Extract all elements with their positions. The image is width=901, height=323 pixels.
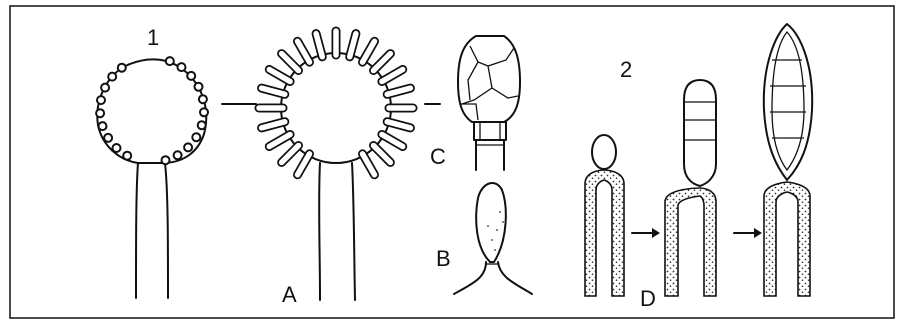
label-number-1: 1 <box>147 25 159 50</box>
surface-bump <box>174 151 182 159</box>
surface-bump <box>195 83 203 91</box>
surface-bump <box>99 122 107 130</box>
surface-bump <box>108 73 116 81</box>
arrow-head <box>652 228 660 238</box>
surface-bump <box>123 152 131 160</box>
surface-bump <box>199 95 207 103</box>
surface-bump <box>113 144 121 152</box>
vesicle-young <box>96 57 208 298</box>
surface-bump <box>104 134 112 142</box>
surface-bump <box>198 121 206 129</box>
dictyoconidium <box>458 36 520 170</box>
surface-bump <box>118 64 126 72</box>
surface-bump <box>166 57 174 65</box>
surface-bump <box>96 109 104 117</box>
label-A: A <box>282 282 297 307</box>
label-B: B <box>436 246 451 271</box>
surface-bump <box>184 143 192 151</box>
label-C: C <box>430 144 446 169</box>
arrow-head <box>754 228 762 238</box>
development-stage-2 <box>665 80 716 296</box>
vesicle-with-phialides <box>259 31 413 300</box>
development-stage-1 <box>585 135 624 296</box>
surface-bump <box>192 133 200 141</box>
label-number-2: 2 <box>620 57 632 82</box>
surface-bump <box>187 72 195 80</box>
surface-bump <box>101 84 109 92</box>
surface-bump <box>200 108 208 116</box>
label-D: D <box>640 286 656 311</box>
surface-bump <box>178 63 186 71</box>
surface-bump <box>97 96 105 104</box>
conidium-on-base <box>454 183 532 294</box>
surface-bump <box>162 156 170 164</box>
development-stage-3 <box>764 24 812 296</box>
